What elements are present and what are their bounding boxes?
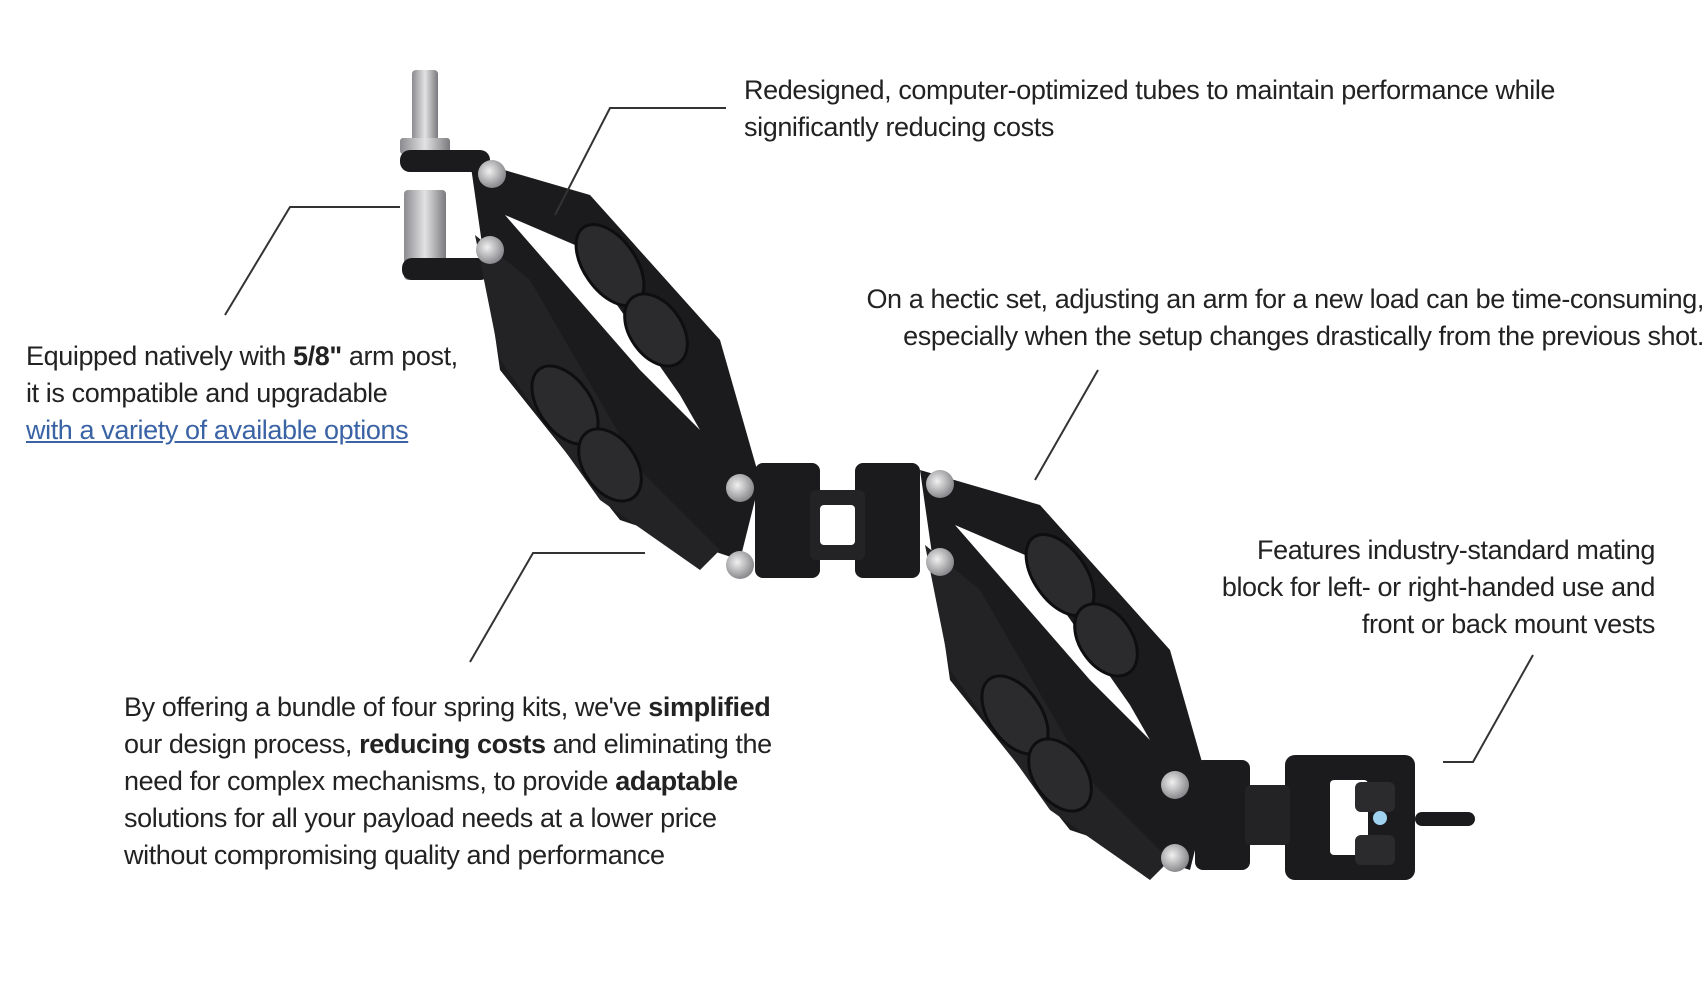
callout-post-bold: 5/8" [292, 341, 342, 371]
callout-post-line2: it is compatible and upgradable [26, 378, 388, 408]
callout-tubes: Redesigned, computer-optimized tubes to … [744, 72, 1555, 146]
callout-tubes-line2: significantly reducing costs [744, 112, 1054, 142]
leader-springs [469, 552, 645, 663]
callout-arm-post: Equipped natively with 5/8" arm post, it… [26, 338, 458, 449]
mating-block [1195, 755, 1475, 880]
callout-springs-line4: solutions for all your payload needs at … [124, 803, 717, 833]
callout-post-line1: Equipped natively with 5/8" arm post, [26, 338, 458, 375]
upper-arm-section [470, 160, 760, 579]
springs-l3-text: need for complex mechanisms, to provide [124, 766, 616, 796]
springs-l3-bold: adaptable [615, 766, 738, 796]
arm-post [400, 70, 490, 280]
callout-post-text: Equipped natively with [26, 341, 293, 371]
callout-tubes-line1: Redesigned, computer-optimized tubes to … [744, 75, 1556, 105]
callout-mating-block: Features industry-standard mating block … [1221, 532, 1656, 643]
springs-l2-text-end: and eliminating the [545, 729, 772, 759]
leader-block [1443, 654, 1534, 763]
springs-l2-bold: reducing costs [359, 729, 546, 759]
callout-block-line1: Features industry-standard mating [1257, 535, 1655, 565]
callout-hectic-line2: especially when the setup changes drasti… [903, 321, 1704, 351]
callout-spring-kits: By offering a bundle of four spring kits… [124, 689, 772, 874]
callout-block-line3: front or back mount vests [1361, 609, 1656, 639]
leader-tubes [554, 107, 726, 216]
center-hinge-block [755, 463, 920, 578]
callout-springs-line1: By offering a bundle of four spring kits… [124, 689, 772, 726]
lower-arm-section [920, 470, 1210, 880]
callout-springs-line3: need for complex mechanisms, to provide … [124, 763, 772, 800]
callout-springs-line5: without compromising quality and perform… [124, 840, 665, 870]
springs-l1-bold: simplified [648, 692, 771, 722]
callout-springs-line2: our design process, reducing costs and e… [124, 726, 772, 763]
springs-l2-text: our design process, [124, 729, 360, 759]
springs-l1-text: By offering a bundle of four spring kits… [124, 692, 649, 722]
callout-block-line2: block for left- or right-handed use and [1221, 572, 1656, 602]
callout-hectic-line1: On a hectic set, adjusting an arm for a … [866, 284, 1704, 314]
options-link[interactable]: with a variety of available options [26, 415, 409, 445]
callout-hectic-set: On a hectic set, adjusting an arm for a … [866, 281, 1704, 355]
callout-post-text-end: arm post, [341, 341, 458, 371]
leader-post [224, 206, 400, 316]
leader-hectic [1034, 369, 1099, 481]
